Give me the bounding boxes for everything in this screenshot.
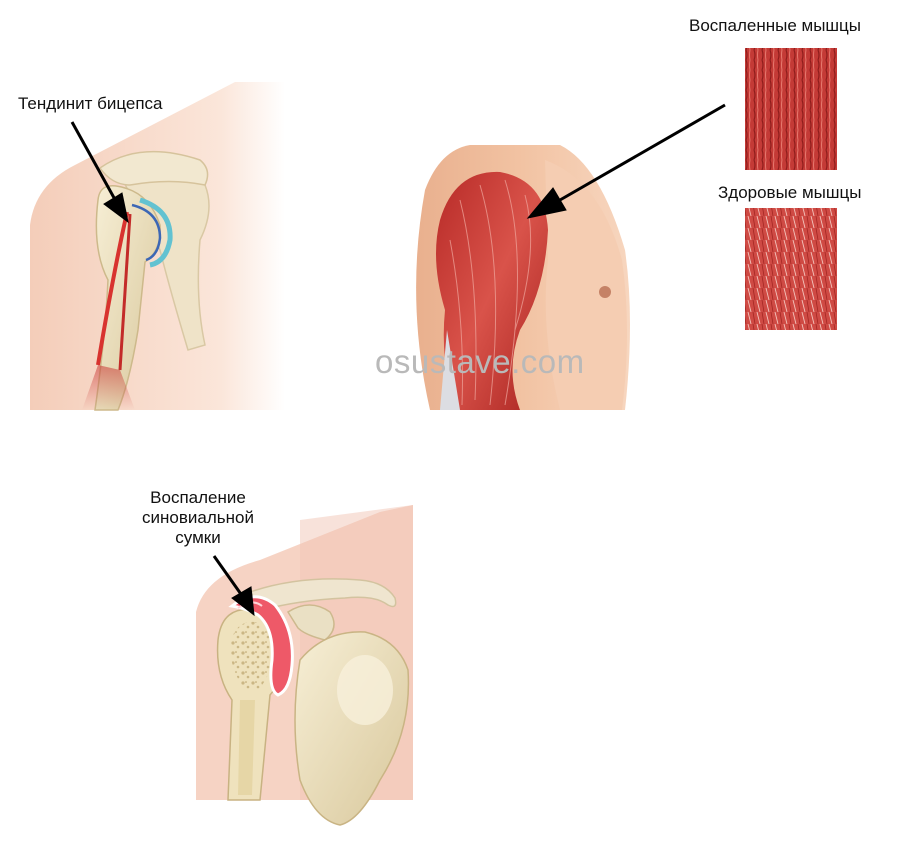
shoulder-bursitis-illustration bbox=[196, 505, 413, 826]
pointer-arrows bbox=[70, 103, 726, 617]
healthy-muscles-label: Здоровые мышцы bbox=[718, 183, 862, 202]
bursitis-label-line1: Воспаление bbox=[150, 488, 246, 507]
healthy-muscle-sample bbox=[745, 208, 837, 330]
inflamed-muscle-sample bbox=[745, 48, 837, 170]
bursitis-label: Воспаление синовиальной сумки bbox=[128, 488, 268, 548]
arrow-inflamed-muscles bbox=[526, 103, 726, 219]
biceps-tendinitis-label: Тендинит бицепса bbox=[18, 94, 163, 113]
arrow-bursitis bbox=[212, 555, 255, 617]
bursitis-label-line3: сумки bbox=[175, 528, 221, 547]
arm-muscle-illustration bbox=[416, 145, 630, 410]
inflamed-muscles-label: Воспаленные мышцы bbox=[689, 16, 862, 35]
shoulder-tendinitis-illustration bbox=[30, 82, 285, 411]
arrow-tendinitis bbox=[70, 121, 129, 224]
bursitis-label-line2: синовиальной bbox=[142, 508, 254, 527]
watermark: osustave.com bbox=[375, 343, 585, 380]
